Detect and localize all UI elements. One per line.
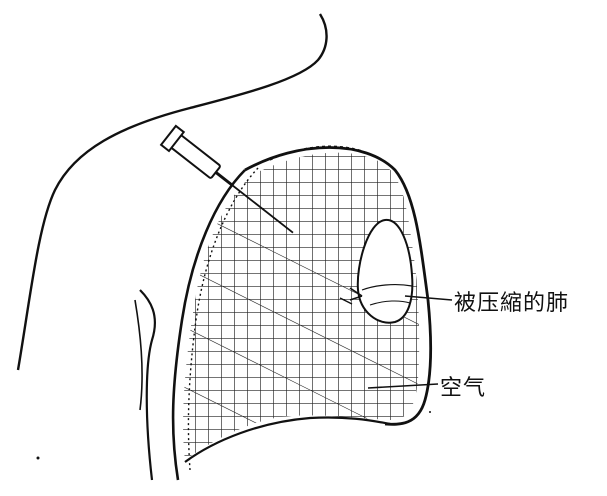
label-air: 空气 — [440, 370, 486, 402]
label-compressed-lung: 被压縮的肺 — [454, 285, 569, 317]
arm-outline-inner — [135, 300, 142, 410]
